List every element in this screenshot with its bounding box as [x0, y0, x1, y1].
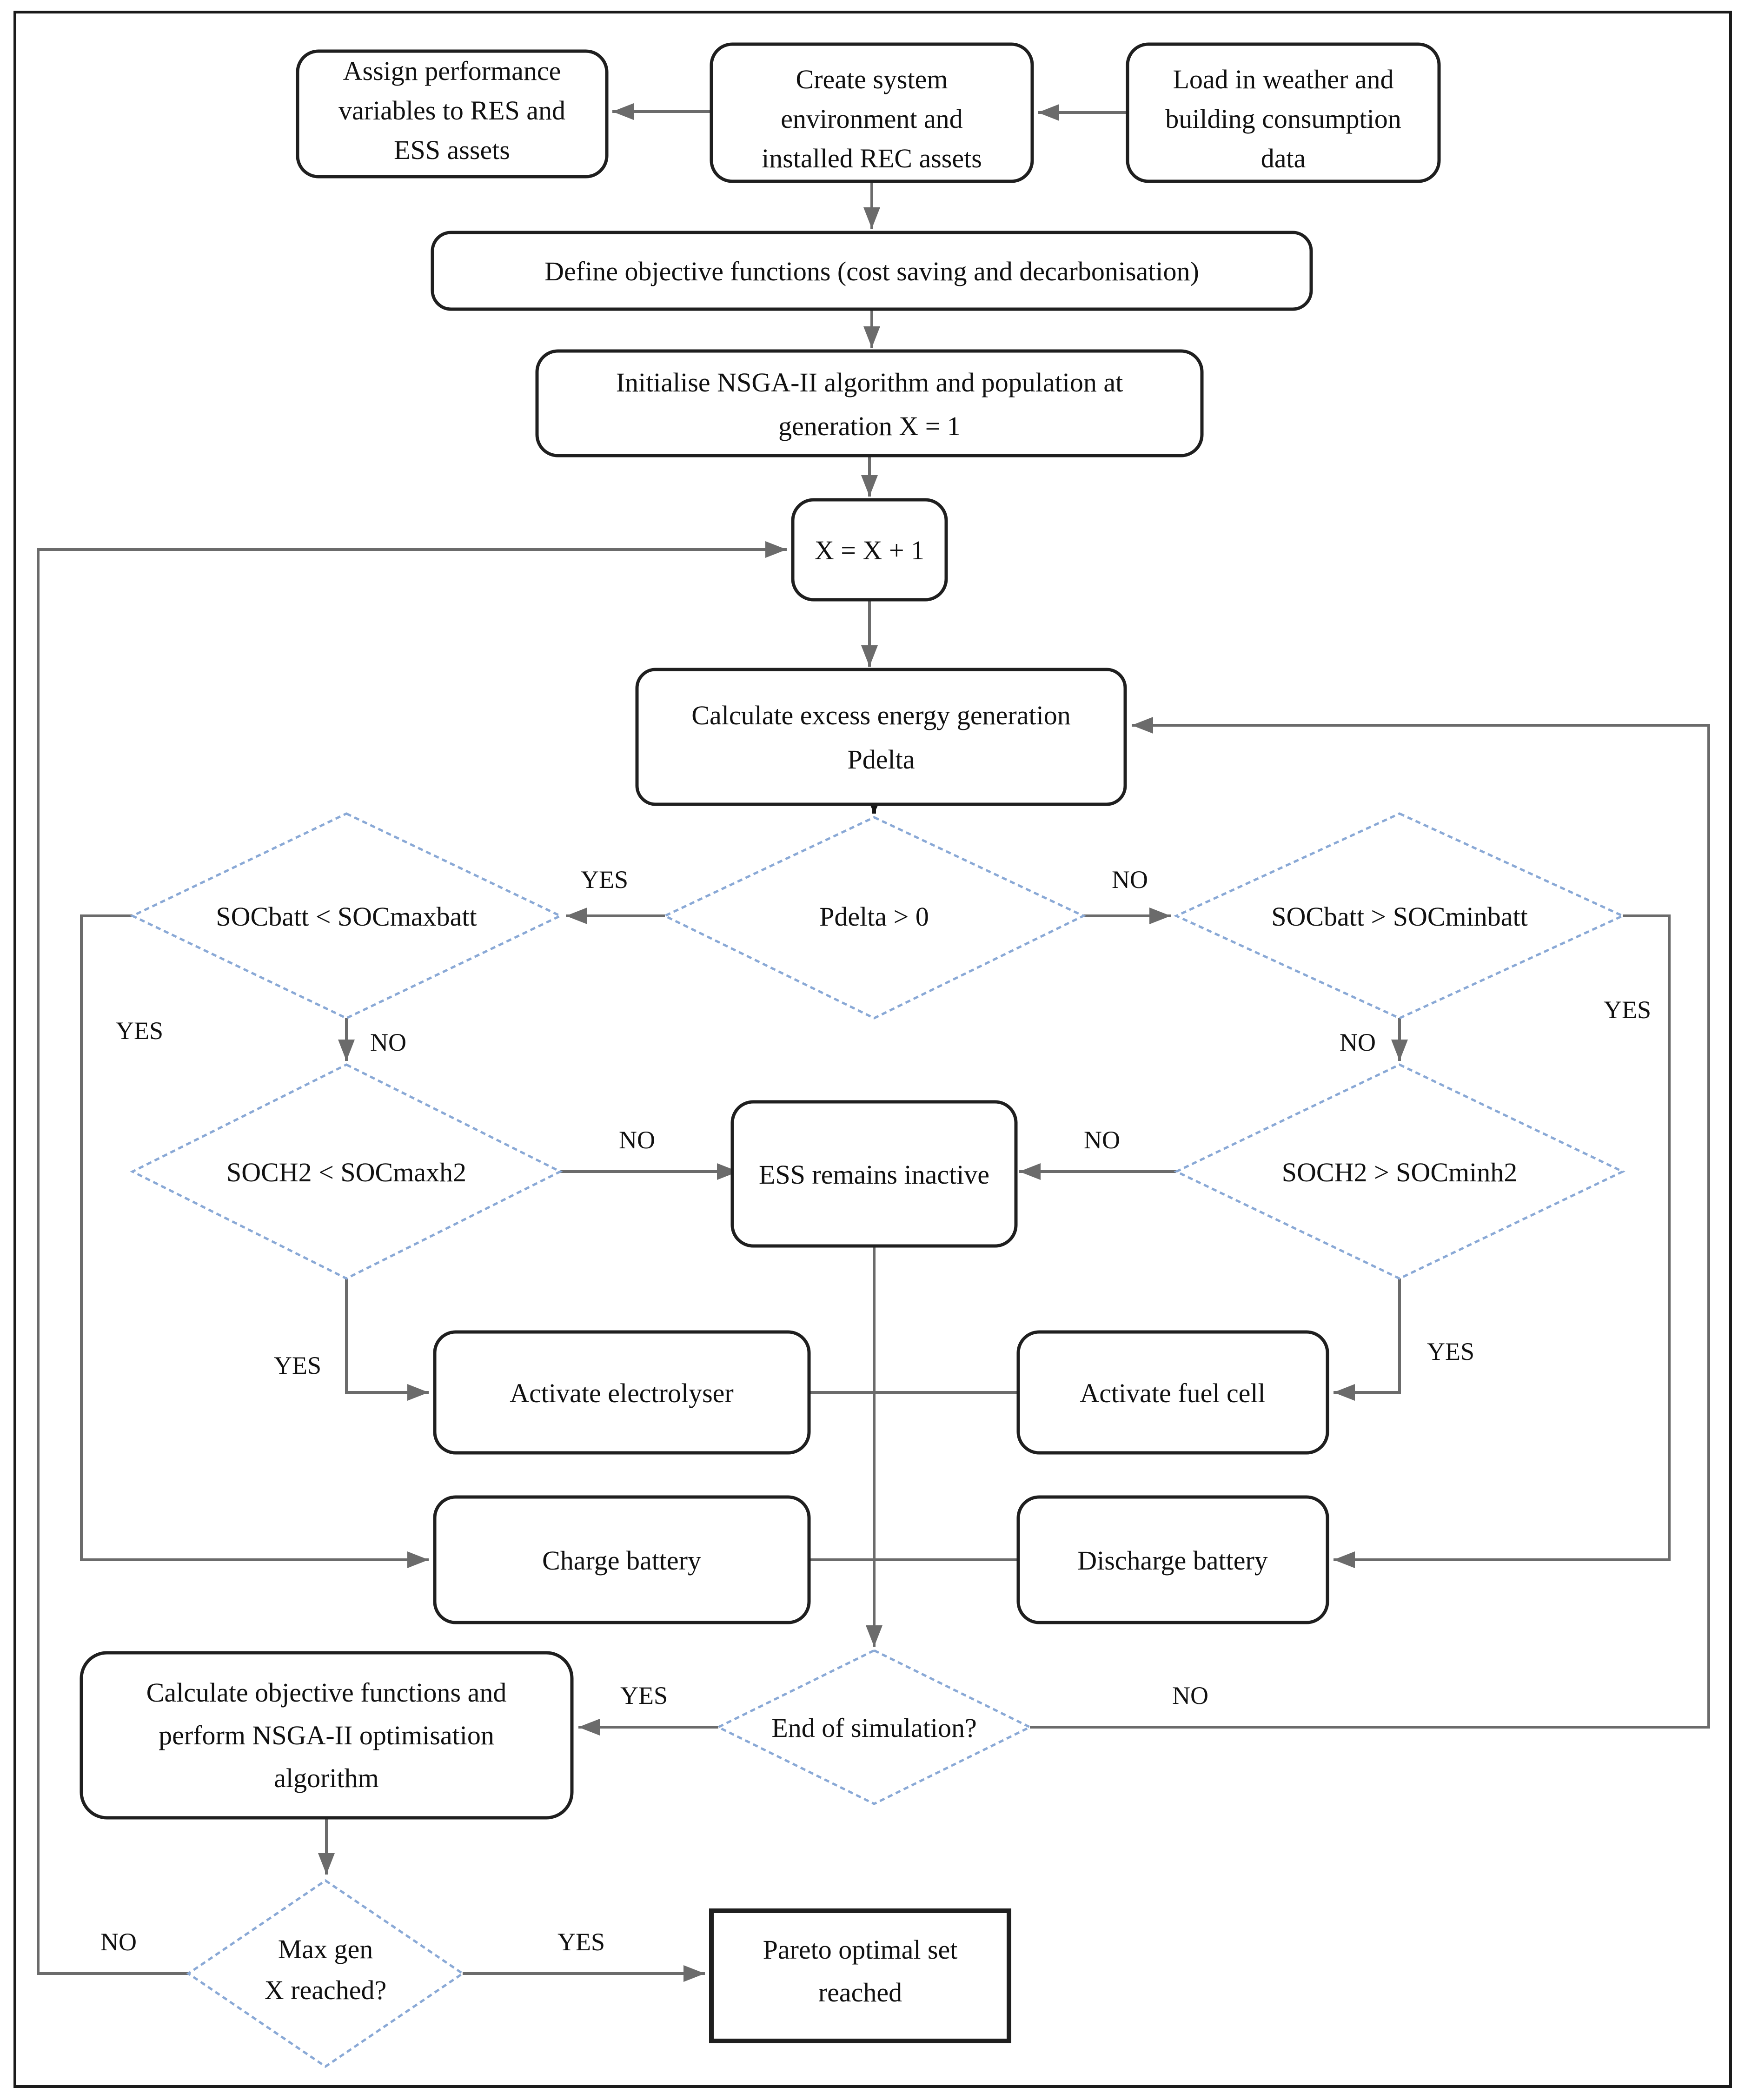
flow-label-no: NO — [100, 1928, 137, 1956]
node-label: X reached? — [265, 1975, 386, 2005]
flow-label-yes: YES — [116, 1017, 163, 1045]
process-box-discharge-battery — [1016, 1495, 1329, 1624]
process-box-electrolyser — [433, 1330, 811, 1455]
node-label: Calculate objective functions and — [146, 1677, 507, 1708]
flow-label-no: NO — [370, 1028, 406, 1056]
node-label: data — [1261, 143, 1306, 173]
node-label: Max gen — [278, 1934, 373, 1964]
process-box-create — [710, 42, 1034, 183]
decision-diamond-socbatt-max — [130, 812, 563, 1020]
node-label: Charge battery — [542, 1545, 701, 1576]
node-label: End of simulation? — [771, 1713, 976, 1743]
node-label: Define objective functions (cost saving … — [544, 256, 1199, 286]
process-box-ess-inactive — [730, 1100, 1018, 1248]
connector-socbattmax-yes-to-charge — [80, 914, 429, 1568]
flow-label-no: NO — [1340, 1028, 1376, 1056]
terminal-box-pareto — [709, 1908, 1011, 2043]
flow-label-no: NO — [1172, 1682, 1208, 1709]
connector-soch2min-yes-to-fuelcell — [1334, 1279, 1401, 1401]
connector-endsim-no-loop-to-pdeltacalc — [1030, 717, 1710, 1729]
process-box-charge-battery — [433, 1495, 811, 1624]
process-box-pdelta-calc — [635, 668, 1127, 806]
flow-label-no: NO — [1084, 1126, 1120, 1154]
node-label: Pdelta — [848, 744, 915, 775]
process-box-define — [431, 231, 1313, 311]
node-label: ESS assets — [394, 135, 510, 165]
flow-label-no: NO — [619, 1126, 655, 1154]
flow-label-no: NO — [1112, 866, 1148, 894]
node-label: Activate fuel cell — [1080, 1378, 1265, 1408]
node-label: generation X = 1 — [778, 411, 961, 441]
connector-socbattmin-yes-to-discharge — [1334, 914, 1671, 1568]
node-label: Calculate excess energy generation — [691, 700, 1070, 730]
node-label: reached — [818, 1977, 902, 2007]
flow-label-yes: YES — [1427, 1338, 1474, 1365]
process-box-increment — [791, 498, 948, 602]
node-label: building consumption — [1165, 104, 1401, 134]
connector-maxgen-no-loop-to-increment — [37, 541, 787, 1975]
decision-diamond-socbatt-min — [1173, 812, 1626, 1020]
node-label: ESS remains inactive — [759, 1159, 989, 1190]
process-box-init — [535, 349, 1204, 457]
node-label: algorithm — [274, 1763, 379, 1793]
flow-label-yes: YES — [581, 866, 628, 894]
node-label: installed REC assets — [762, 143, 982, 173]
process-box-fuelcell — [1016, 1330, 1329, 1455]
node-label: X = X + 1 — [815, 535, 924, 565]
node-label: Activate electrolyser — [510, 1378, 733, 1408]
decision-diamond-max-gen — [186, 1879, 465, 2068]
node-label: Assign performance — [343, 56, 561, 86]
node-label: SOCH2 > SOCminh2 — [1282, 1157, 1517, 1187]
decision-diamond-soch2-max — [130, 1063, 563, 1280]
decision-diamond-soch2-min — [1174, 1063, 1626, 1280]
decision-diamond-end-sim — [716, 1649, 1033, 1805]
node-label: perform NSGA-II optimisation — [159, 1720, 494, 1750]
flow-label-yes: YES — [1604, 996, 1651, 1024]
flow-label-yes: YES — [274, 1351, 321, 1379]
connector-soch2max-yes-to-electrolyser — [345, 1279, 429, 1401]
process-box-calc-objectives — [80, 1651, 574, 1820]
node-label: SOCbatt < SOCmaxbatt — [216, 901, 477, 932]
node-label: Pareto optimal set — [763, 1934, 958, 1965]
flow-label-yes: YES — [557, 1928, 605, 1956]
node-label: Pdelta > 0 — [819, 901, 929, 932]
node-label: variables to RES and — [338, 95, 565, 126]
node-label: SOCbatt > SOCminbatt — [1271, 901, 1528, 932]
decision-diamond-pdelta — [662, 816, 1086, 1020]
node-label: Discharge battery — [1077, 1545, 1268, 1576]
node-label: Create system — [796, 64, 948, 94]
node-label: Initialise NSGA-II algorithm and populat… — [616, 367, 1123, 397]
process-box-assign — [296, 49, 609, 179]
process-box-load — [1126, 42, 1441, 183]
node-label: Load in weather and — [1173, 64, 1393, 94]
flow-label-yes: YES — [620, 1682, 668, 1709]
node-label: environment and — [781, 104, 962, 134]
node-label: SOCH2 < SOCmaxh2 — [226, 1157, 466, 1187]
